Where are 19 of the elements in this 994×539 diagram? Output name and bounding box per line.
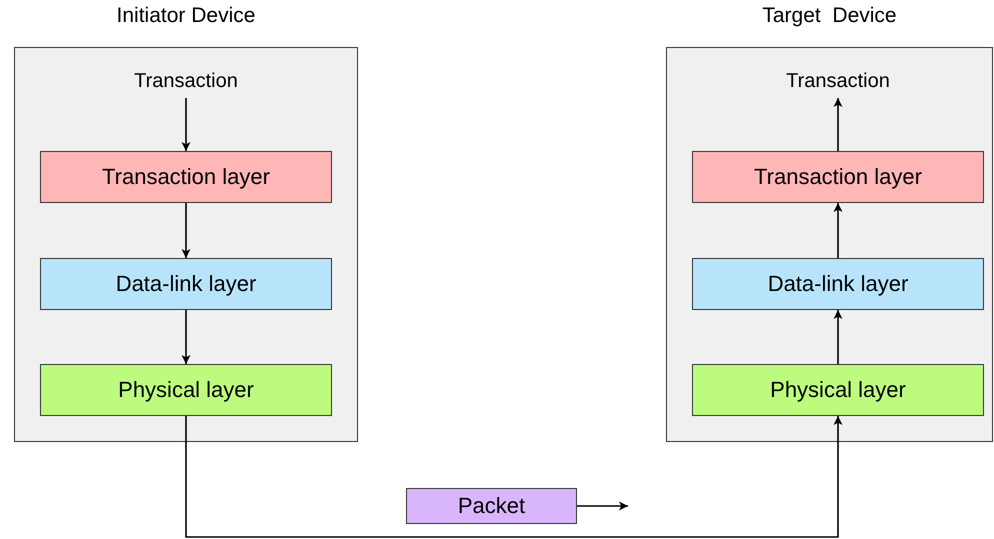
layer-box: Data-link layer <box>40 258 332 310</box>
device-label: Initiator Device <box>116 4 256 28</box>
arrow <box>834 98 842 151</box>
arrow <box>182 203 190 258</box>
layer-box: Transaction layer <box>692 151 984 203</box>
flow-label: Transaction <box>106 64 266 98</box>
layer-box: Physical layer <box>40 364 332 416</box>
arrow <box>182 310 190 364</box>
arrow <box>182 98 190 151</box>
flow-label: Transaction <box>758 64 918 98</box>
arrow <box>185 416 842 538</box>
layer-box: Data-link layer <box>692 258 984 310</box>
device-label: Target Device <box>761 4 898 28</box>
arrow <box>834 203 842 258</box>
layer-box: Transaction layer <box>40 151 332 203</box>
layer-box: Physical layer <box>692 364 984 416</box>
arrow <box>834 310 842 364</box>
packet-box: Packet <box>406 488 577 524</box>
arrow <box>577 502 628 510</box>
